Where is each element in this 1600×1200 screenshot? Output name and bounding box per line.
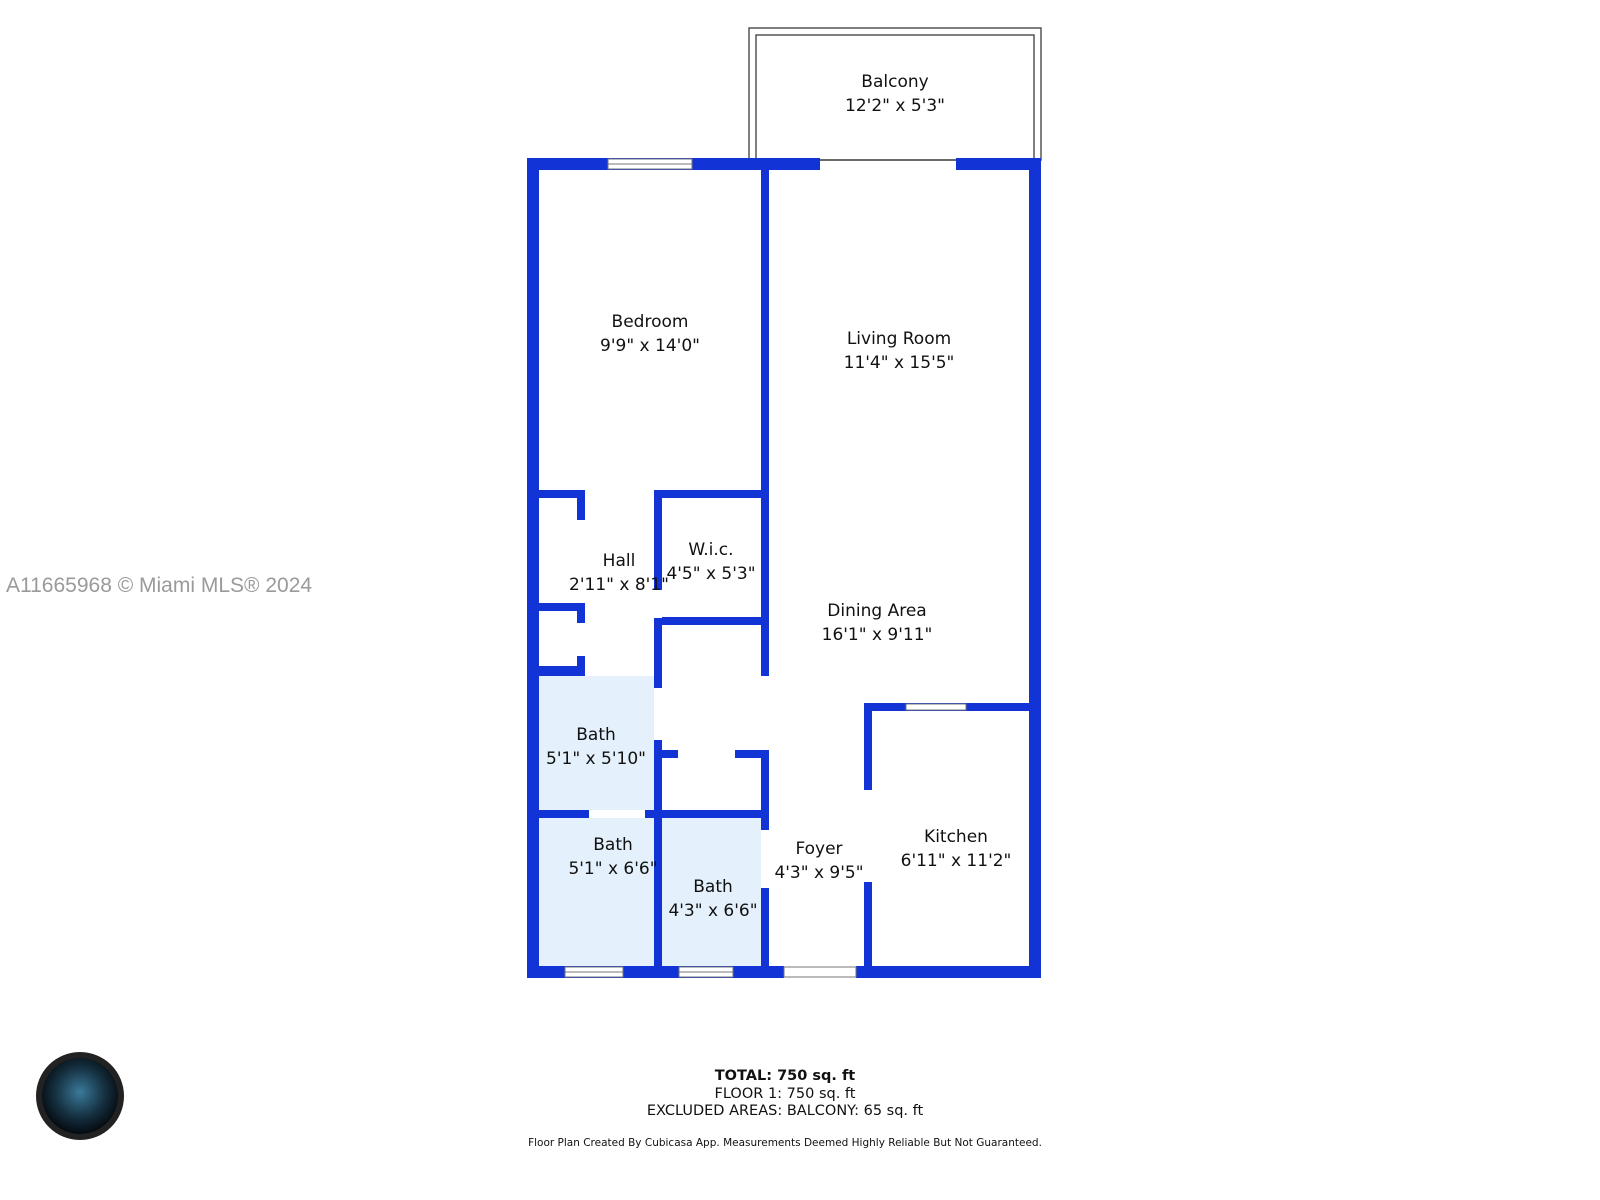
excluded-area: EXCLUDED AREAS: BALCONY: 65 sq. ft — [646, 1103, 924, 1119]
room-label-living-room: Living Room 11'4" x 15'5" — [844, 327, 955, 375]
room-size: 5'1" x 6'6" — [568, 859, 658, 879]
room-size: 4'5" x 5'3" — [666, 564, 756, 584]
disclaimer: Floor Plan Created By Cubicasa App. Meas… — [528, 1137, 1042, 1149]
windows — [564, 158, 967, 978]
room-name: Bedroom — [611, 312, 689, 332]
room-label-wic: W.i.c. 4'5" x 5'3" — [666, 538, 755, 586]
room-name: Kitchen — [924, 827, 988, 847]
room-name: Bath — [693, 877, 733, 897]
balcony-outline — [748, 27, 1042, 161]
room-size: 4'3" x 6'6" — [668, 901, 758, 921]
room-name: Hall — [602, 551, 636, 571]
room-size: 12'2" x 5'3" — [845, 96, 945, 116]
room-size: 11'4" x 15'5" — [843, 353, 955, 373]
room-label-foyer: Foyer 4'3" x 9'5" — [774, 837, 863, 885]
room-size: 9'9" x 14'0" — [600, 336, 700, 356]
mls-watermark: A11665968 © Miami MLS® 2024 — [6, 574, 313, 597]
room-label-bath-1: Bath 5'1" x 5'10" — [546, 723, 646, 771]
room-name: Bath — [593, 835, 633, 855]
room-size: 4'3" x 9'5" — [774, 863, 864, 883]
room-label-kitchen: Kitchen 6'11" x 11'2" — [901, 825, 1012, 873]
room-label-bath-3: Bath 4'3" x 6'6" — [668, 875, 757, 923]
floor-area: FLOOR 1: 750 sq. ft — [714, 1086, 856, 1102]
room-name: Foyer — [795, 839, 843, 859]
room-size: 2'11" x 8'1" — [569, 575, 669, 595]
room-label-balcony: Balcony 12'2" x 5'3" — [845, 70, 945, 118]
room-size: 5'1" x 5'10" — [546, 749, 646, 769]
room-label-bedroom: Bedroom 9'9" x 14'0" — [600, 310, 700, 358]
room-name: Living Room — [846, 329, 952, 349]
total-area: TOTAL: 750 sq. ft — [714, 1068, 856, 1084]
room-name: Dining Area — [827, 601, 927, 621]
room-name: Bath — [576, 725, 616, 745]
room-size: 6'11" x 11'2" — [900, 851, 1012, 871]
room-label-hall: Hall 2'11" x 8'1" — [569, 549, 669, 597]
bath-fills — [539, 676, 761, 966]
room-name: Balcony — [861, 72, 929, 92]
room-size: 16'1" x 9'11" — [821, 625, 933, 645]
room-label-dining-area: Dining Area 16'1" x 9'11" — [822, 599, 933, 647]
room-name: W.i.c. — [688, 540, 734, 560]
room-label-bath-2: Bath 5'1" x 6'6" — [568, 833, 657, 881]
